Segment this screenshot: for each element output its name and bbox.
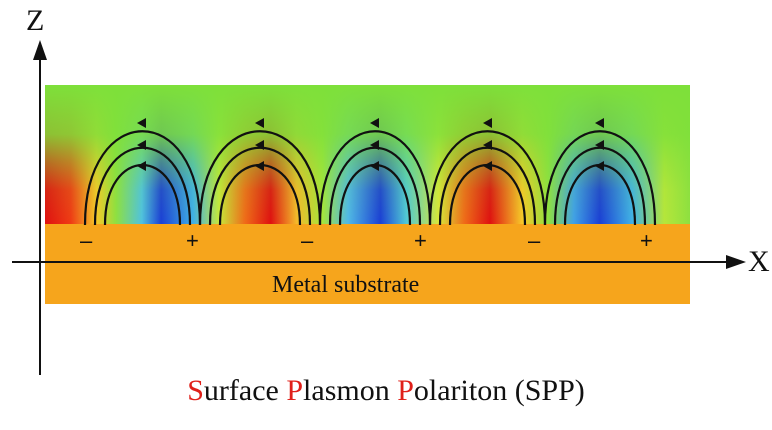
caption-word-surface: urface	[203, 374, 287, 407]
metal-substrate-label: Metal substrate	[272, 272, 420, 298]
metal-substrate	[45, 224, 690, 304]
field-line	[438, 146, 537, 226]
arrowhead	[595, 161, 604, 171]
arrowhead	[483, 161, 492, 171]
axes	[12, 58, 730, 375]
arrowhead	[483, 118, 492, 128]
arrowhead	[255, 140, 264, 150]
z-axis-arrow-icon	[33, 40, 47, 60]
arrowhead	[595, 140, 604, 150]
arrowhead	[483, 140, 492, 150]
field-line	[318, 130, 432, 226]
arrowhead	[370, 161, 379, 171]
caption-initial-p1: P	[286, 374, 304, 407]
field-fade-overlay	[45, 85, 690, 225]
charge-positive-2: +	[414, 228, 427, 253]
charge-positive-3: +	[640, 228, 653, 253]
field-line	[543, 130, 657, 226]
arrowhead	[370, 118, 379, 128]
charge-positive-1: +	[186, 228, 199, 253]
caption-initial-s: S	[187, 374, 204, 407]
field-arrowheads	[137, 118, 604, 171]
x-axis-label: X	[748, 245, 770, 278]
charge-negative-1: –	[80, 228, 93, 253]
arrowhead	[595, 118, 604, 128]
arrowhead	[137, 161, 146, 171]
arrowhead	[370, 140, 379, 150]
x-axis-arrow-icon	[726, 255, 746, 269]
field-line	[83, 130, 202, 226]
caption-word-polariton: olariton (SPP)	[413, 374, 585, 407]
caption-word-plasmon: lasmon	[303, 374, 398, 407]
z-axis-label: Z	[26, 4, 45, 37]
arrowhead	[255, 161, 264, 171]
figure-caption: Surface Plasmon Polariton (SPP)	[0, 376, 772, 406]
field-line	[198, 130, 322, 226]
arrowhead	[255, 118, 264, 128]
field-line	[428, 130, 547, 226]
arrowhead	[137, 118, 146, 128]
arrowhead	[137, 140, 146, 150]
charge-negative-2: –	[301, 228, 314, 253]
charge-negative-3: –	[528, 228, 541, 253]
caption-initial-p2: P	[397, 374, 414, 407]
